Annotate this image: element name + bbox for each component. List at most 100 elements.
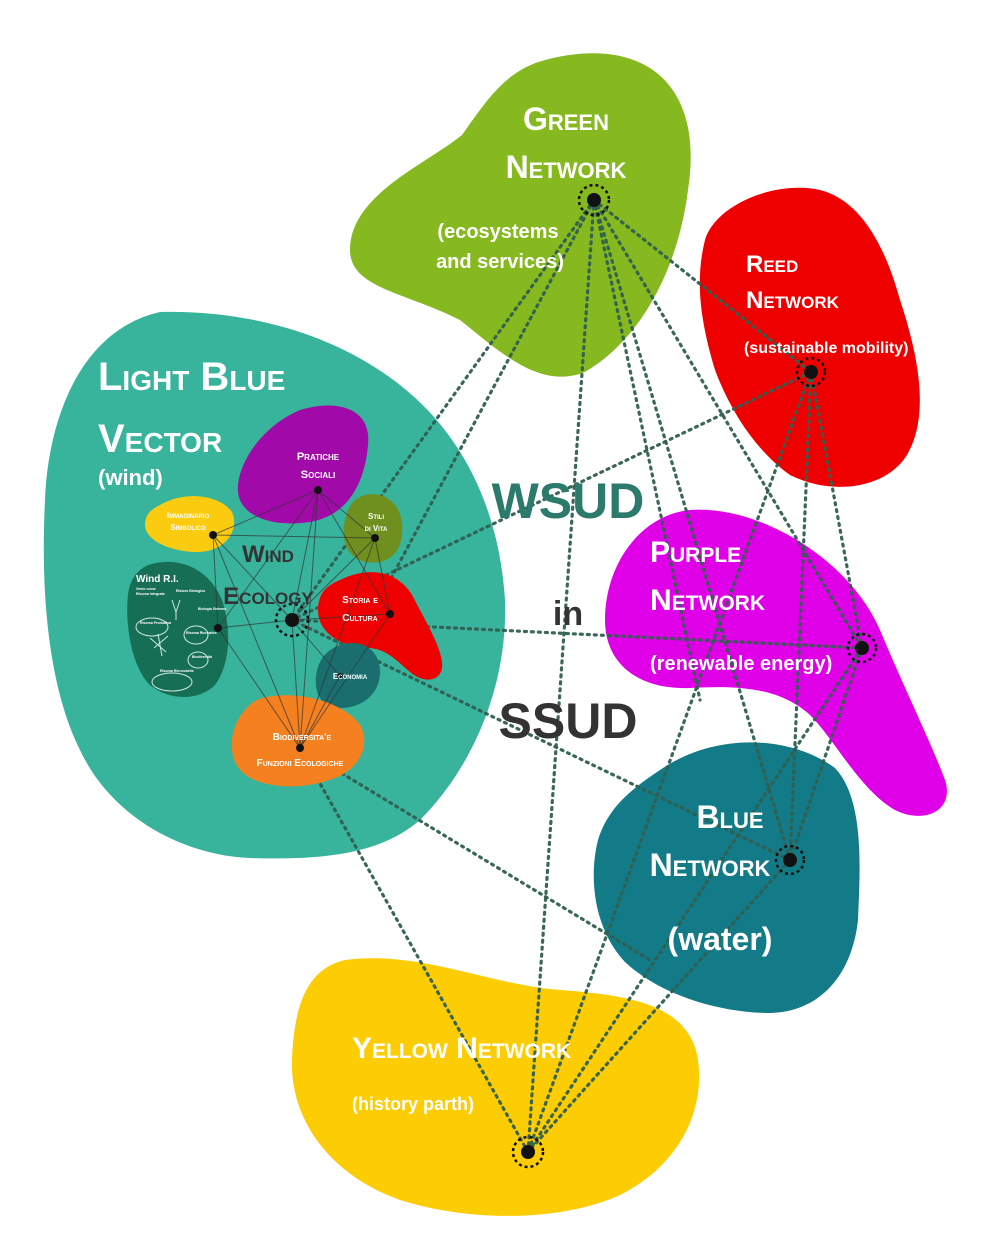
windri-details [135,599,209,692]
link-purple-yellow [526,646,864,1154]
economia-node [337,673,343,679]
web-17 [299,613,391,749]
windri-item-4: Biologia Sistema [198,607,226,611]
windri-item-6: Risorsa Rinnovabile [160,669,194,673]
center-wsud: WSUD [492,473,645,529]
green-node [587,193,601,207]
biodiversita-node [296,744,304,752]
yellow-subtitle: (history parth) [352,1094,474,1114]
pratiche-sociali-blob [237,405,369,524]
storia-label-line2: Cultura [342,613,377,624]
blue-node [783,853,797,867]
windri-detail-ellipse-3 [151,672,193,692]
link-green-yellow [526,198,596,1154]
green-title-line2: Network [506,149,627,185]
windri-detail-ellipse-2 [183,625,209,645]
purple-subtitle: (renewable energy) [650,653,832,675]
windri-node [214,624,222,632]
yellow-network-blob [291,958,700,1216]
web-7 [217,619,293,629]
web-3 [291,537,376,621]
red-node [804,365,818,379]
stili-label-line1: Stili [368,512,384,521]
red-node-ring [795,356,827,388]
web-18 [299,675,341,749]
lightblue-title-line1: Light Blue [98,355,285,399]
center-in: in [553,595,583,633]
stili-node [371,534,379,542]
lightblue-title-line2: Vector [98,417,222,461]
biodiversita-label-line2: Funzioni Ecologiche [257,758,344,769]
center-ssud: SSUD [499,693,638,749]
biodiversita-label-line1: Biodiversita'e [273,732,332,743]
windri-line2: Risorsa Integrata [136,592,165,596]
link-purple-blue [788,646,864,862]
web-9 [317,489,376,539]
light-blue-vector-blob [43,311,506,859]
blue-network-blob [593,742,860,1013]
wind-ecology-node-ring [274,602,310,638]
nodes [209,183,878,1169]
windri-line1: Vento come [136,587,156,591]
web-10 [317,489,391,615]
green-node-ring [577,183,611,217]
storia-cultura-blob [318,572,443,680]
blue-subtitle: (water) [668,921,773,957]
web-20 [212,534,301,749]
pratiche-node [314,486,322,494]
green-title-line1: Green [523,101,609,137]
stili-label-line2: di Vita [365,524,388,533]
pratiche-label-line1: Pratiche [297,451,340,463]
link-red-yellow [526,370,813,1154]
web-6 [291,619,301,749]
immaginario-label-line1: Immaginario [167,511,210,520]
purple-title-line1: Purple [650,536,741,569]
wind-ecology-label-line1: Wind [242,541,294,568]
link-green-blue [592,198,792,862]
red-title-line2: Network [746,287,840,314]
purple-node [855,641,869,655]
link-green-wind [290,198,596,622]
storia-label-line1: Storia e [342,595,378,606]
green-network-blob [350,53,691,377]
immaginario-node [209,531,217,539]
link-red-purple [809,370,864,650]
blue-title-line1: Blue [696,799,763,835]
web-14 [217,627,301,749]
blue-node-ring [774,844,806,876]
link-blue-yellow [526,858,792,1154]
purple-node-ring [846,632,878,664]
windri-blob [127,561,229,698]
economia-label: Economia [333,672,368,681]
green-subtitle-line2: and services) [436,251,564,273]
windri-item-1: Risorsa Produttiva [140,621,171,625]
windri-tree-icon [171,599,181,620]
web-1 [291,489,319,621]
yellow-title: Yellow Network [352,1032,571,1065]
link-green-purple [592,198,864,650]
web-15 [217,489,319,629]
link-red-blue [788,370,813,862]
link-bio-yellow [298,746,530,1154]
biodiversita-blob [231,695,365,787]
link-green-red [592,198,813,374]
red-title-line1: Reed [746,251,798,278]
blue-title-line2: Network [650,847,771,883]
storia-node [386,610,394,618]
yellow-node [521,1145,535,1159]
windri-turbine-icon [149,633,169,657]
immaginario-label-line2: Simbolico [170,523,206,532]
red-subtitle: (sustainable mobility) [744,340,908,357]
web-13 [212,534,376,539]
link-bio-blue [298,746,652,962]
red-network-blob [699,187,920,487]
green-subtitle-line1: (ecosystems [437,221,558,243]
windri-item-5: Biodiversità [192,655,212,659]
web-5 [291,619,341,677]
web-8 [212,489,319,536]
wind-ecology-node [285,613,299,627]
purple-network-blob [605,509,947,816]
windri-item-3: Risorsa Ricreativa [186,631,217,635]
web-12 [212,534,219,629]
windri-detail-ellipse-4 [187,651,209,669]
